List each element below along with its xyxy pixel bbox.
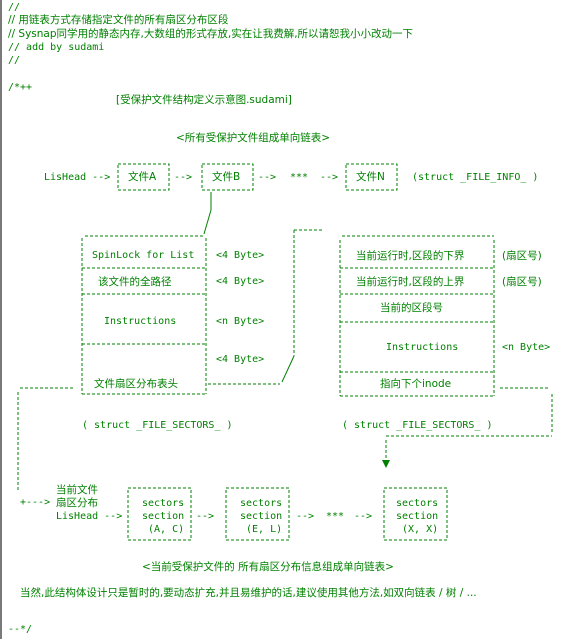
arrow-glyph: --> — [196, 511, 215, 522]
comment-line-4: // add by sudami — [8, 42, 105, 53]
node-box-n — [345, 163, 398, 191]
file-list-ellipsis: *** — [290, 172, 309, 183]
sector-node-3-line2: section — [396, 511, 439, 522]
sector-list-head: LisHead --> — [56, 511, 123, 522]
sector-node-3-line3: (X, X) — [402, 524, 439, 535]
right-struct-name: ( struct _FILE_SECTORS_ ) — [342, 420, 493, 431]
comment-line-5: // — [8, 55, 21, 66]
connector-b-slant — [203, 209, 212, 235]
arrow-glyph: --> — [296, 511, 315, 522]
file-info-struct-name: (struct _FILE_INFO_ ) — [412, 172, 539, 183]
sector-node-1-line1: sectors — [142, 498, 185, 509]
sector-row-label: 当前的区段号 — [380, 302, 443, 314]
sector-node-box-1 — [127, 487, 192, 541]
comment-line-2: // 用链表方式存储指定文件的所有扇区分布区段 — [8, 14, 229, 26]
sector-row-label: Instructions — [386, 342, 459, 353]
arrow-glyph: --> — [320, 172, 339, 183]
file-node-b: 文件B — [212, 171, 241, 183]
arrow-glyph: --> — [174, 172, 193, 183]
arrow-glyph: +---> — [20, 497, 51, 508]
arrow-glyph: --> — [354, 511, 373, 522]
node-box-a — [117, 163, 170, 191]
sector-row-unit: (扇区号) — [502, 276, 542, 288]
comment-line-3: // Sysnap同学用的静态内存,大数组的形式存放,实在让我费解,所以请恕我小… — [8, 28, 414, 40]
sector-node-box-2 — [225, 487, 290, 541]
struct-row-size: <4 Byte> — [216, 354, 265, 365]
file-node-n: 文件N — [356, 171, 385, 183]
sector-row-label: 当前运行时,区段的下界 — [356, 250, 465, 262]
node-box-b — [201, 163, 254, 191]
sector-row-unit: (扇区号) — [502, 250, 542, 262]
sector-node-1-line2: section — [142, 511, 185, 522]
sector-list-ellipsis: *** — [326, 511, 345, 522]
sector-list-label-2: 扇区分布 — [56, 497, 98, 509]
left-struct-name: ( struct _FILE_SECTORS_ ) — [82, 420, 233, 431]
sector-list-label-1: 当前文件 — [56, 484, 98, 496]
struct-row-size: <4 Byte> — [216, 250, 265, 261]
sector-row-unit: <n Byte> — [502, 342, 551, 353]
struct-row-size: <n Byte> — [216, 316, 265, 327]
sector-node-3-line1: sectors — [396, 498, 439, 509]
sector-node-2-line1: sectors — [240, 498, 283, 509]
sector-node-1-line3: (A, C) — [148, 524, 185, 535]
sector-row-label: 指向下个inode — [380, 378, 452, 390]
middle-slant — [281, 355, 295, 383]
left-border — [0, 0, 2, 639]
struct-row-label: 文件扇区分布表头 — [94, 378, 178, 390]
arrow-glyph: --> — [258, 172, 277, 183]
struct-row-label: SpinLock for List — [92, 250, 195, 261]
sector-list-caption: <当前受保护文件的 所有扇区分布信息组成单向链表> — [142, 561, 394, 573]
comment-open: /*++ — [8, 82, 33, 93]
diagram-title: [受保护文件结构定义示意图.sudami] — [116, 94, 292, 106]
file-list-head: LisHead --> — [44, 172, 111, 183]
file-node-a: 文件A — [128, 171, 157, 183]
comment-close: --*/ — [8, 624, 33, 635]
struct-row-label: 该文件的全路径 — [98, 276, 172, 288]
sector-node-box-3 — [383, 487, 448, 541]
file-list-caption: <所有受保护文件组成单向链表> — [176, 132, 331, 144]
right-arrow-head — [382, 460, 390, 468]
sector-node-2-line2: section — [240, 511, 283, 522]
footer-note: 当然,此结构体设计只是暂时的,要动态扩充,并且易维护的话,建议使用其他方法,如双… — [20, 587, 477, 599]
sector-node-2-line3: (E, L) — [246, 524, 283, 535]
struct-row-size: <4 Byte> — [216, 276, 265, 287]
sector-row-label: 当前运行时,区段的上界 — [356, 276, 465, 288]
struct-row-label: Instructions — [104, 316, 177, 327]
comment-line-1: // — [8, 2, 21, 13]
